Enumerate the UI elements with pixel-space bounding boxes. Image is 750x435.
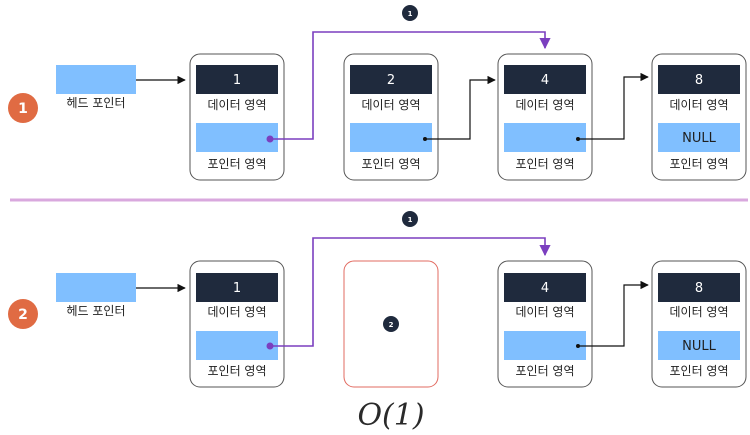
pointer-field xyxy=(196,331,278,360)
step-marker xyxy=(402,211,418,227)
head-pointer-box xyxy=(56,65,136,94)
list-node: 8 데이터 영역 NULL 포인터 영역 xyxy=(651,260,747,388)
list-node: 4 데이터 영역 포인터 영역 xyxy=(497,53,593,181)
scene-2: 2 헤드 포인터 1 데이터 영역 포인터 영역 2 4 데이터 영역 포인터 … xyxy=(8,211,747,388)
node-value: 4 xyxy=(541,281,549,296)
pointer-area-label: 포인터 영역 xyxy=(207,157,266,171)
data-area-label: 데이터 영역 xyxy=(669,305,728,319)
node-value: 8 xyxy=(695,73,703,88)
bypass-arrow xyxy=(270,31,551,140)
pointer-field xyxy=(658,123,740,152)
scene-badge xyxy=(8,93,38,123)
data-area-label: 데이터 영역 xyxy=(207,305,266,319)
pointer-area-label: 포인터 영역 xyxy=(515,364,574,378)
pointer-field xyxy=(196,123,278,152)
null-label: NULL xyxy=(682,339,716,354)
list-node: 1 데이터 영역 포인터 영역 xyxy=(189,53,285,181)
head-pointer-label: 헤드 포인터 xyxy=(66,304,125,318)
link-arrow xyxy=(425,75,496,140)
null-label: NULL xyxy=(682,131,716,146)
data-area-label: 데이터 영역 xyxy=(515,305,574,319)
bypass-arrow xyxy=(270,237,551,347)
pointer-field xyxy=(658,331,740,360)
link-arrow xyxy=(578,72,649,140)
node-value-box xyxy=(504,273,586,302)
scene-badge xyxy=(8,299,38,329)
removed-marker-label: 2 xyxy=(389,321,394,329)
node-value: 1 xyxy=(233,73,241,88)
data-area-label: 데이터 영역 xyxy=(669,98,728,112)
list-node: 4 데이터 영역 포인터 영역 xyxy=(497,260,593,388)
node-value-box xyxy=(658,273,740,302)
pointer-area-label: 포인터 영역 xyxy=(515,157,574,171)
step-marker-label: 1 xyxy=(408,10,413,18)
link-arrow xyxy=(578,280,649,347)
node-value-box xyxy=(504,65,586,94)
node-value-box xyxy=(658,65,740,94)
pointer-area-label: 포인터 영역 xyxy=(669,364,728,378)
pointer-field xyxy=(504,331,586,360)
node-value-box xyxy=(196,273,278,302)
node-value-box xyxy=(350,65,432,94)
step-marker xyxy=(402,5,418,21)
head-pointer-box xyxy=(56,273,136,302)
step-marker-label: 1 xyxy=(408,216,413,224)
pointer-field xyxy=(350,123,432,152)
data-area-label: 데이터 영역 xyxy=(515,98,574,112)
pointer-area-label: 포인터 영역 xyxy=(207,364,266,378)
list-node: 1 데이터 영역 포인터 영역 xyxy=(189,260,285,388)
list-node: 2 데이터 영역 포인터 영역 xyxy=(343,53,439,181)
pointer-area-label: 포인터 영역 xyxy=(361,157,420,171)
scene-1: 1 헤드 포인터 1 데이터 영역 포인터 영역 2 데이터 영역 포인터 영역… xyxy=(8,5,747,181)
node-value-box xyxy=(196,65,278,94)
node-value: 2 xyxy=(387,73,395,88)
data-area-label: 데이터 영역 xyxy=(361,98,420,112)
removed-marker xyxy=(383,316,399,332)
list-node: 8 데이터 영역 NULL 포인터 영역 xyxy=(651,53,747,181)
pointer-area-label: 포인터 영역 xyxy=(669,157,728,171)
scene-badge-label: 2 xyxy=(18,307,28,323)
node-value: 4 xyxy=(541,73,549,88)
scene-badge-label: 1 xyxy=(18,101,28,117)
node-value: 1 xyxy=(233,281,241,296)
node-value: 8 xyxy=(695,281,703,296)
data-area-label: 데이터 영역 xyxy=(207,98,266,112)
pointer-field xyxy=(504,123,586,152)
complexity-label: O(1) xyxy=(357,398,424,433)
head-pointer-label: 헤드 포인터 xyxy=(66,96,125,110)
